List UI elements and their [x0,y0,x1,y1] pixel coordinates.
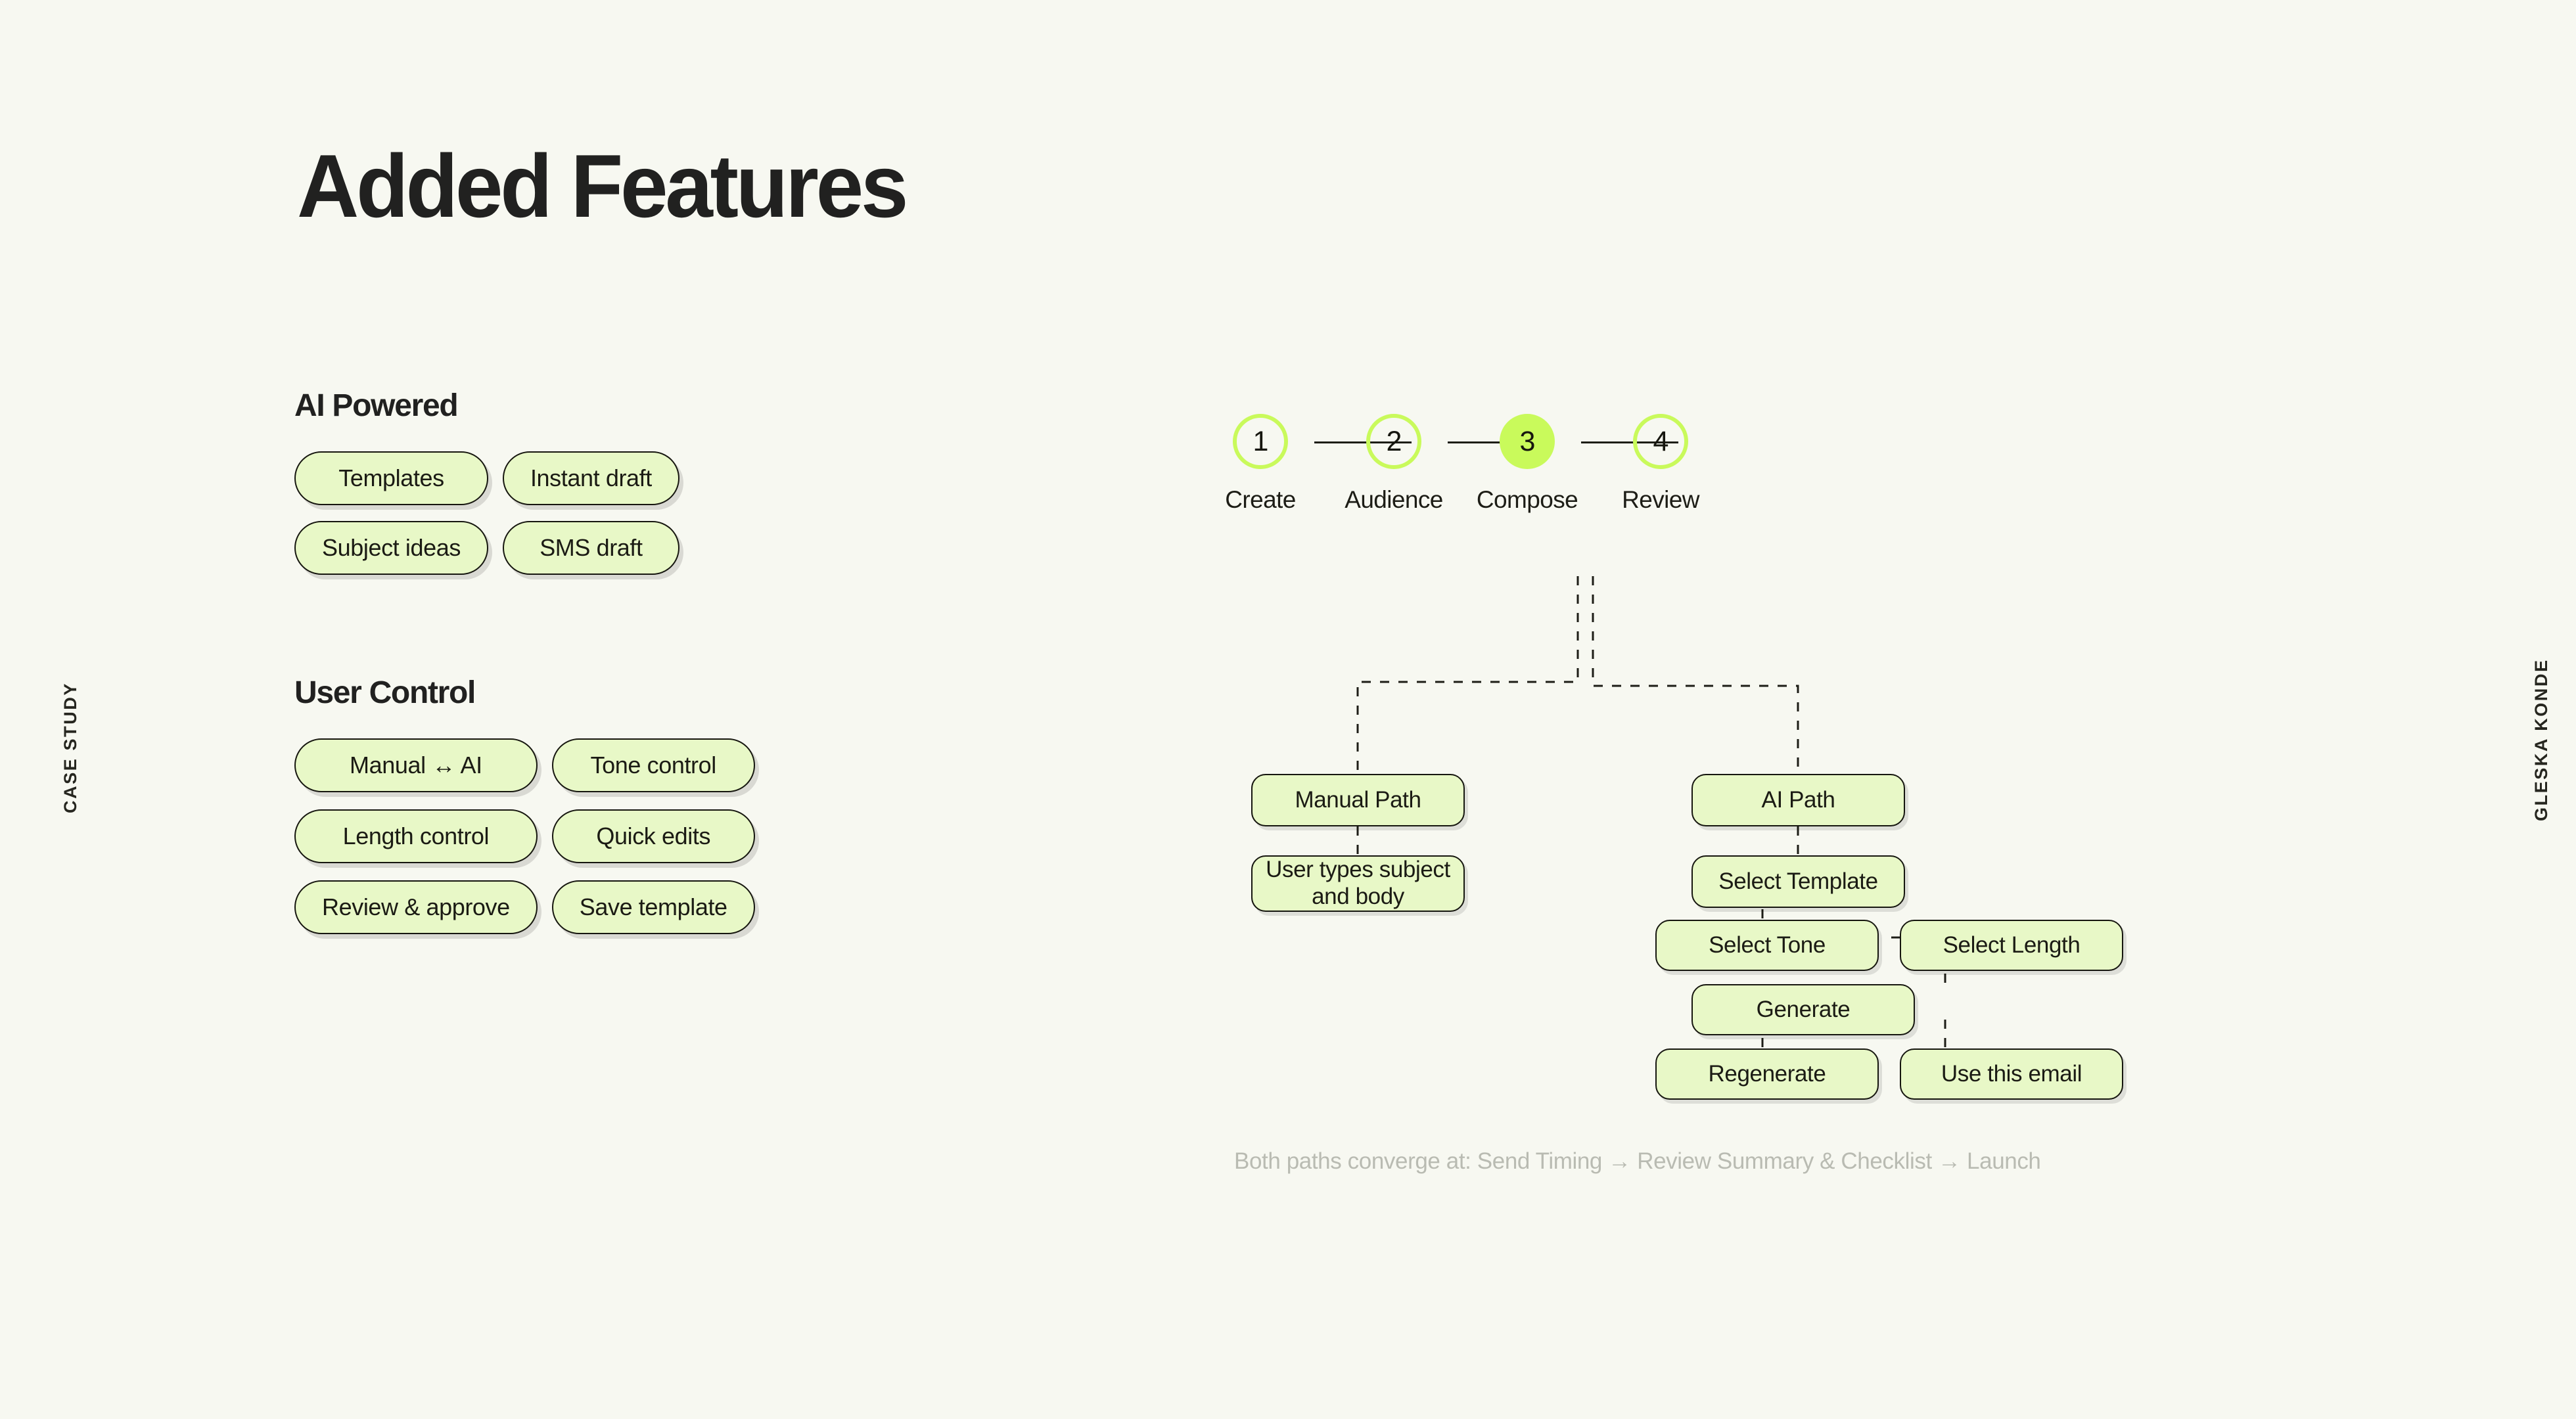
side-label-case-study: CASE STUDY [60,681,80,813]
progress-stepper: 1 Create 2 Audience 3 Compose 4 Review [1225,414,2149,545]
side-label-author: GLESKA KONDE [2531,658,2551,821]
flow-node-manual-path[interactable]: Manual Path [1251,774,1465,826]
feature-group-ai-powered: AI Powered Templates Instant draft Subje… [294,388,1030,575]
chip-instant-draft[interactable]: Instant draft [502,451,679,505]
chip-tone-control[interactable]: Tone control [551,738,755,792]
stepper-circle-1[interactable]: 1 [1233,414,1288,469]
flow-node-select-template[interactable]: Select Template [1691,855,1905,908]
chip-save-template[interactable]: Save template [551,880,755,934]
flow-node-select-tone[interactable]: Select Tone [1655,920,1879,971]
stepper-step-audience[interactable]: 2 Audience [1341,414,1446,514]
stepper-label-create: Create [1225,486,1296,513]
compose-flow-panel: 1 Create 2 Audience 3 Compose 4 Review [1225,414,2431,1222]
flow-node-generate[interactable]: Generate [1691,984,1915,1035]
chip-grid-user-control: Manual ↔ AI Tone control Length control … [294,738,1030,934]
chip-templates[interactable]: Templates [294,451,488,505]
connector-compose-to-manual [1356,576,1579,774]
stepper-circle-4[interactable]: 4 [1633,414,1688,469]
chip-length-control[interactable]: Length control [294,809,538,863]
flow-node-ai-path[interactable]: AI Path [1691,774,1905,826]
chip-sms-draft[interactable]: SMS draft [502,521,679,575]
chip-manual-ai[interactable]: Manual ↔ AI [294,738,538,792]
stepper-step-create[interactable]: 1 Create [1208,414,1313,514]
feature-groups: AI Powered Templates Instant draft Subje… [294,388,1030,934]
stepper-label-compose: Compose [1476,486,1578,513]
flow-footer-note: Both paths converge at: Send Timing → Re… [1234,1148,2041,1174]
stepper-connector-1-2 [1314,441,1412,443]
group-heading-user-control: User Control [294,675,476,710]
page-title: Added Features [297,136,909,236]
connector-compose-to-ai [1592,576,1799,774]
stepper-label-audience: Audience [1345,486,1443,513]
chip-subject-ideas[interactable]: Subject ideas [294,521,488,575]
stepper-connector-2-3 [1448,441,1545,443]
chip-grid-ai-powered: Templates Instant draft Subject ideas SM… [294,451,1030,575]
feature-group-user-control: User Control Manual ↔ AI Tone control Le… [294,675,1030,934]
group-heading-ai-powered: AI Powered [294,388,459,423]
chip-quick-edits[interactable]: Quick edits [551,809,755,863]
stepper-circle-3[interactable]: 3 [1500,414,1555,469]
chip-review-approve[interactable]: Review & approve [294,880,538,934]
flow-node-regenerate[interactable]: Regenerate [1655,1048,1879,1100]
stepper-circle-2[interactable]: 2 [1366,414,1421,469]
stepper-step-review[interactable]: 4 Review [1608,414,1713,514]
stepper-step-compose[interactable]: 3 Compose [1475,414,1580,514]
stepper-connector-3-4 [1581,441,1678,443]
flow-node-use-this-email[interactable]: Use this email [1900,1048,2123,1100]
flow-node-select-length[interactable]: Select Length [1900,920,2123,971]
stepper-label-review: Review [1622,486,1699,513]
